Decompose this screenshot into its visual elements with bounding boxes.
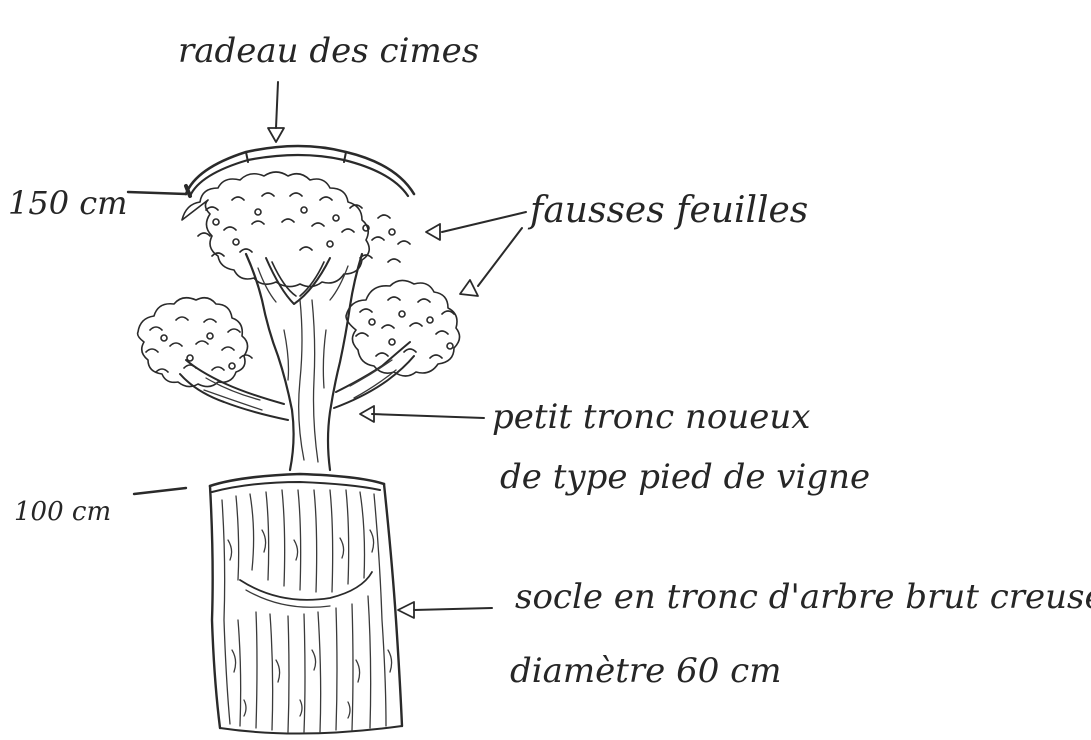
- label-fausses-feuilles: fausses feuilles: [527, 190, 808, 231]
- arrowhead-icon: [397, 601, 415, 619]
- label-height-100: 100 cm: [14, 497, 111, 527]
- arrowhead-icon: [267, 127, 285, 143]
- label-base-line-1: socle en tronc d'arbre brut creusé: [515, 577, 1091, 617]
- left-foliage: [136, 296, 253, 388]
- hollow-log-base: [208, 472, 404, 735]
- arrowhead-icon: [359, 405, 375, 423]
- label-trunk-line-2: de type pied de vigne: [500, 457, 870, 497]
- right-foliage: [345, 279, 461, 377]
- top-foliage: [181, 171, 411, 288]
- leader-lines: [126, 81, 527, 619]
- gnarled-trunk: [179, 252, 415, 472]
- label-trunk-line-1: petit tronc noueux: [492, 397, 810, 437]
- arrowhead-icon: [425, 223, 441, 241]
- arrowhead-icon: [459, 279, 479, 297]
- label-radeau-des-cimes: radeau des cimes: [178, 31, 479, 71]
- label-base-line-2: diamètre 60 cm: [510, 651, 781, 691]
- label-height-150: 150 cm: [8, 184, 128, 222]
- canopy-raft: [184, 144, 416, 198]
